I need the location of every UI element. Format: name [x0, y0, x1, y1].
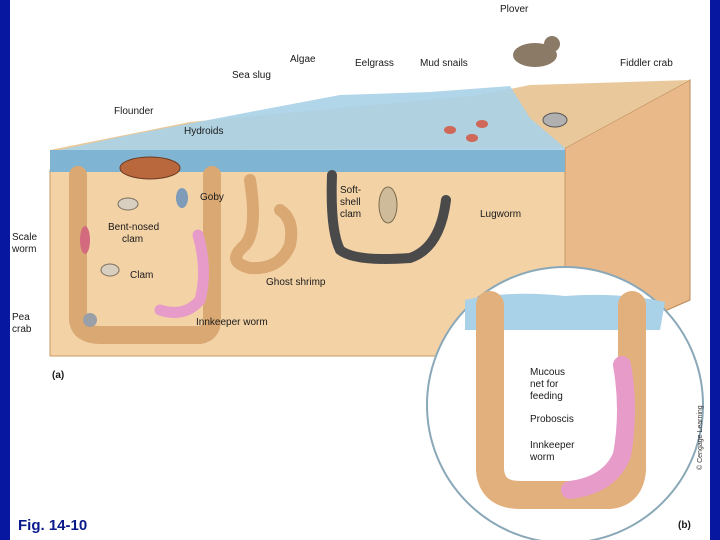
label-innkeeper-b-1: Innkeeper — [530, 440, 575, 451]
label-bent-nosed-1: Bent-nosed — [108, 222, 159, 233]
label-mucous-3: feeding — [530, 391, 563, 402]
label-soft-shell-1: Soft- — [340, 185, 361, 196]
ghost-shrimp-burrow — [230, 174, 298, 275]
label-panel-a: (a) — [52, 370, 64, 381]
label-fiddler-crab: Fiddler crab — [620, 58, 673, 69]
ecosystem-diagram: Plover Fiddler crab Algae Eelgrass Mud s… — [11, 4, 704, 540]
flounder — [119, 156, 181, 180]
label-hydroids: Hydroids — [184, 126, 223, 137]
credit-text: © Cengage Learning — [696, 405, 704, 470]
label-flounder: Flounder — [114, 106, 154, 117]
label-soft-shell-3: clam — [340, 209, 361, 220]
pea-crab — [83, 313, 97, 327]
label-mucous-1: Mucous — [530, 367, 565, 378]
label-mucous-2: net for — [530, 379, 559, 390]
inset-innkeeper-worm — [561, 356, 635, 499]
figure-caption: Fig. 14-10 — [18, 517, 88, 534]
mud-snail — [444, 126, 456, 134]
label-clam: Clam — [130, 270, 153, 281]
label-algae: Algae — [290, 54, 316, 65]
label-bent-nosed-2: clam — [122, 234, 143, 245]
label-proboscis: Proboscis — [530, 414, 574, 425]
soft-shell-clam — [378, 186, 398, 224]
label-innkeeper-worm: Innkeeper worm — [196, 317, 268, 328]
label-sea-slug: Sea slug — [232, 70, 271, 81]
label-panel-b: (b) — [678, 520, 691, 531]
clam — [100, 263, 120, 277]
bent-nosed-clam — [117, 197, 139, 211]
label-scale-worm-1: Scale — [12, 232, 37, 243]
goby — [176, 188, 188, 208]
inset-water — [465, 293, 665, 330]
label-innkeeper-b-2: worm — [529, 452, 554, 463]
label-eelgrass: Eelgrass — [355, 58, 394, 69]
label-pea-crab-1: Pea — [12, 312, 30, 323]
u-burrow — [69, 166, 221, 344]
label-plover: Plover — [500, 4, 529, 15]
label-pea-crab-2: crab — [12, 324, 32, 335]
fiddler-crab — [542, 112, 568, 128]
label-scale-worm-2: worm — [11, 244, 36, 255]
label-ghost-shrimp: Ghost shrimp — [266, 277, 326, 288]
scale-worm — [80, 226, 90, 254]
innkeeper-worm-a — [154, 229, 210, 318]
label-lugworm: Lugworm — [480, 209, 521, 220]
label-goby: Goby — [200, 192, 224, 203]
lugworm — [326, 170, 451, 264]
label-mud-snails: Mud snails — [420, 58, 468, 69]
label-soft-shell-2: shell — [340, 197, 361, 208]
